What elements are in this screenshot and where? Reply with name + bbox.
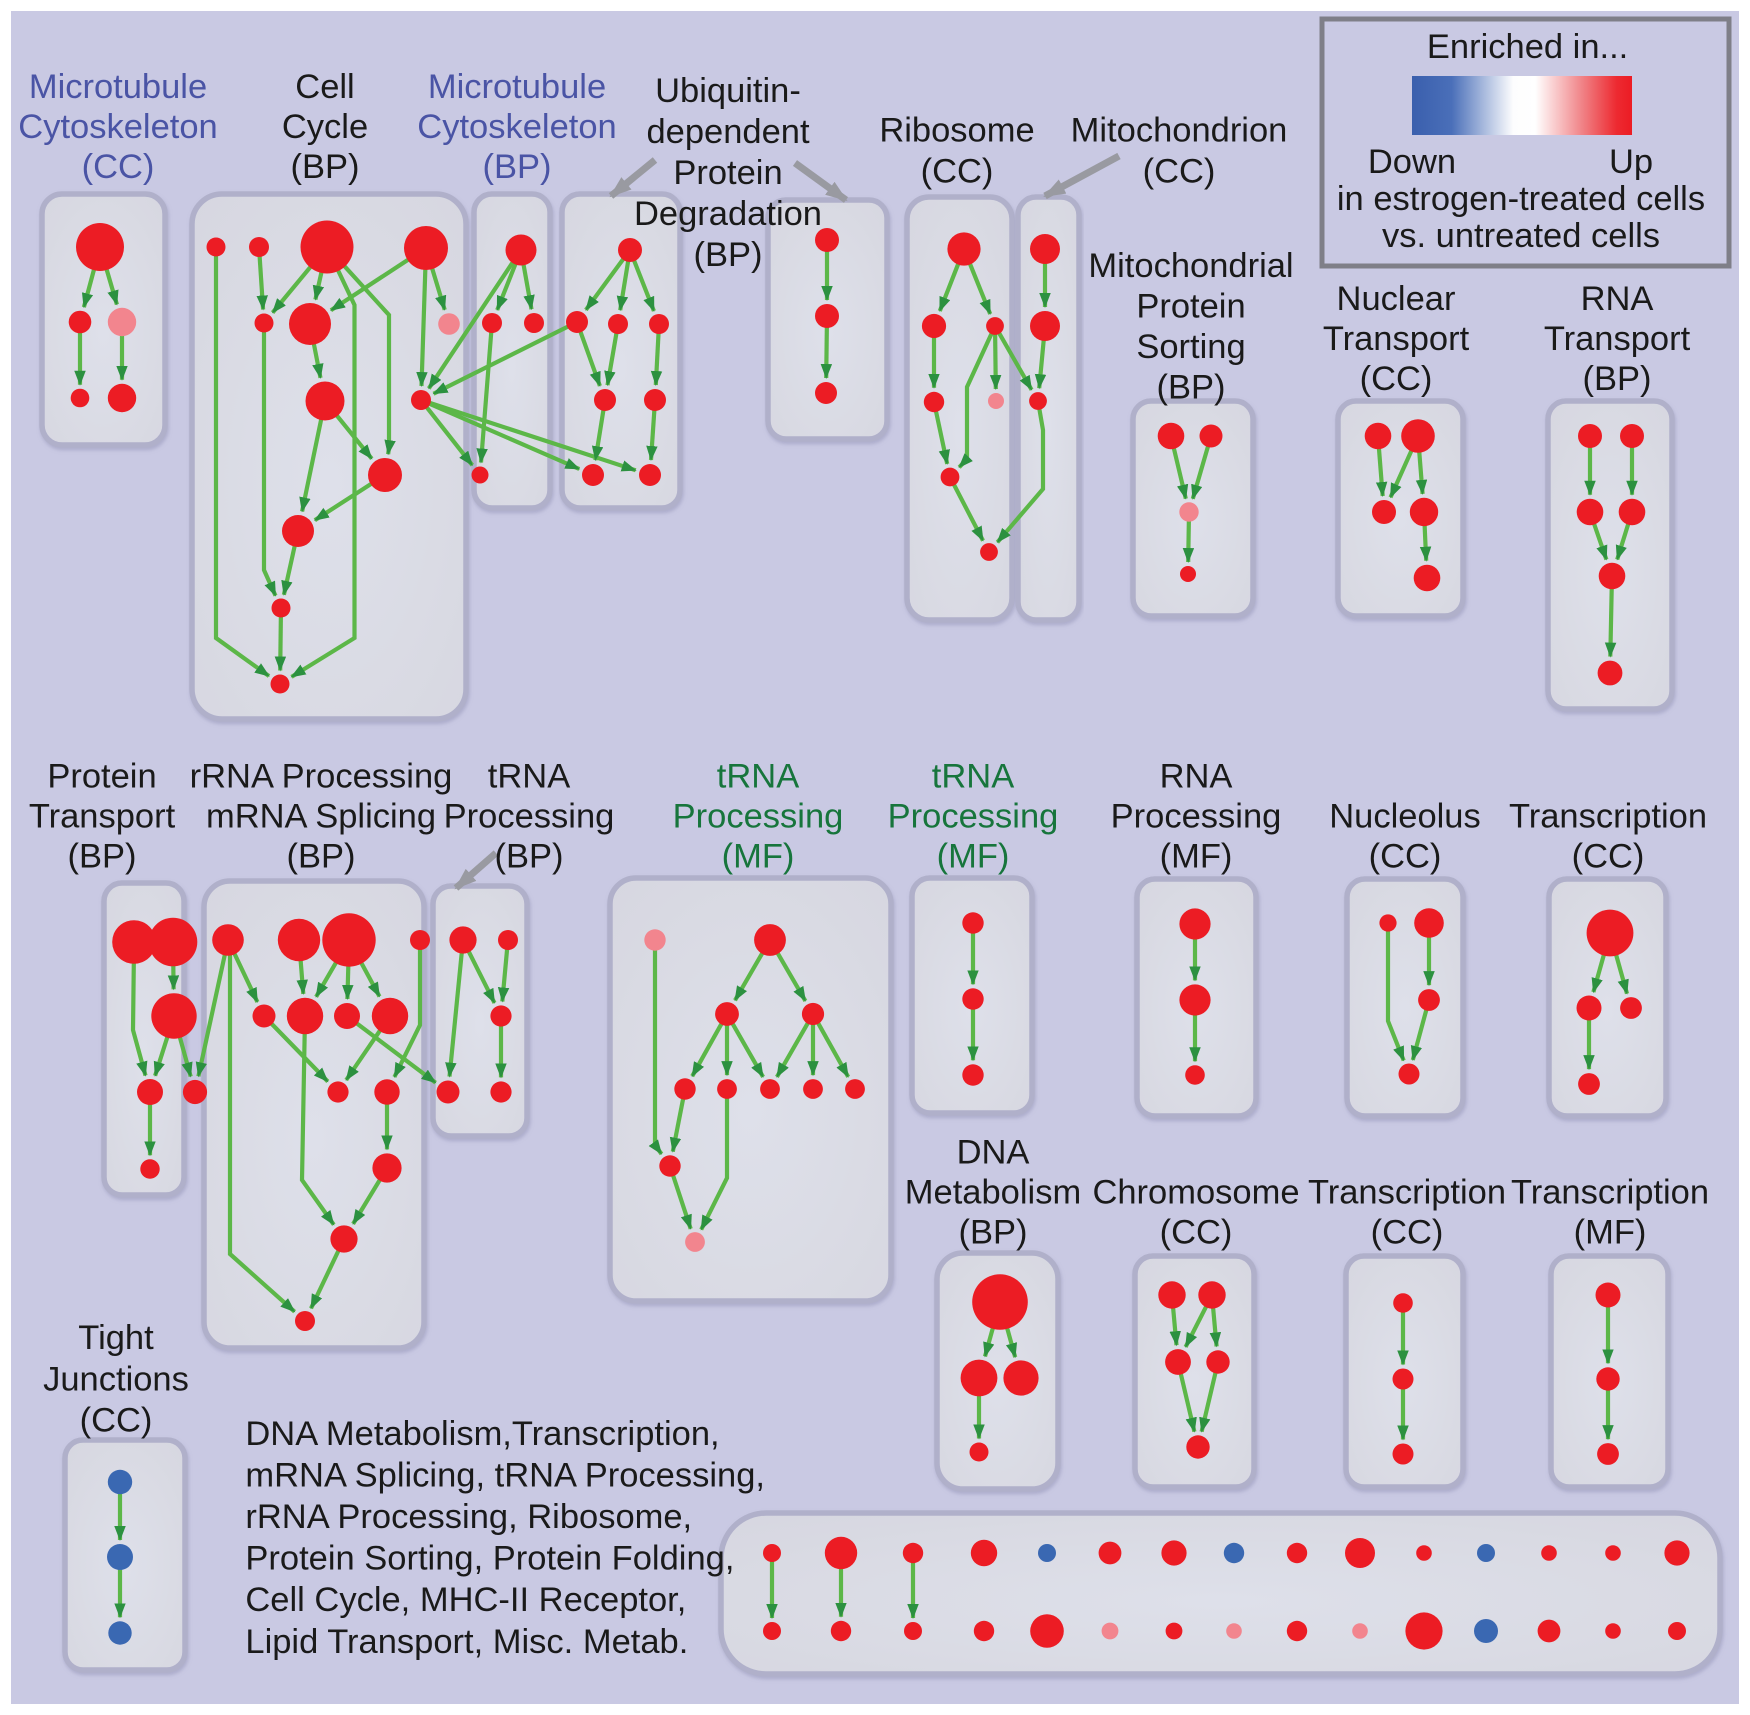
svg-text:Transcription: Transcription bbox=[1509, 798, 1707, 836]
svg-text:(CC): (CC) bbox=[1360, 360, 1433, 398]
svg-text:Up: Up bbox=[1609, 143, 1653, 181]
svg-text:Chromosome: Chromosome bbox=[1092, 1174, 1299, 1212]
svg-text:tRNA: tRNA bbox=[488, 758, 570, 796]
svg-text:Degradation: Degradation bbox=[634, 195, 822, 233]
svg-text:in estrogen-treated cells: in estrogen-treated cells bbox=[1337, 180, 1705, 218]
svg-text:(CC): (CC) bbox=[82, 148, 155, 186]
svg-text:DNA: DNA bbox=[957, 1134, 1030, 1172]
svg-text:Protein: Protein bbox=[47, 758, 156, 796]
svg-text:Microtubule: Microtubule bbox=[428, 68, 606, 106]
svg-text:Ribosome: Ribosome bbox=[879, 112, 1034, 150]
svg-text:RNA: RNA bbox=[1581, 280, 1654, 318]
svg-text:(CC): (CC) bbox=[1369, 838, 1442, 876]
svg-text:(MF): (MF) bbox=[722, 838, 795, 876]
svg-text:(CC): (CC) bbox=[1143, 153, 1216, 191]
svg-text:Microtubule: Microtubule bbox=[29, 68, 207, 106]
svg-text:dependent: dependent bbox=[646, 113, 809, 151]
svg-text:Cytoskeleton: Cytoskeleton bbox=[18, 108, 217, 146]
svg-text:(CC): (CC) bbox=[1371, 1214, 1444, 1252]
svg-text:RNA: RNA bbox=[1160, 758, 1233, 796]
svg-text:Transport: Transport bbox=[1323, 320, 1470, 358]
svg-text:Mitochondrion: Mitochondrion bbox=[1071, 112, 1288, 150]
svg-text:(CC): (CC) bbox=[1160, 1214, 1233, 1252]
svg-text:(BP): (BP) bbox=[959, 1214, 1028, 1252]
svg-text:(BP): (BP) bbox=[495, 838, 564, 876]
svg-text:(BP): (BP) bbox=[1583, 360, 1652, 398]
svg-text:mRNA Splicing: mRNA Splicing bbox=[206, 798, 436, 836]
svg-text:Processing: Processing bbox=[888, 798, 1059, 836]
svg-text:Processing: Processing bbox=[1111, 798, 1282, 836]
svg-text:rRNA Processing, Ribosome,: rRNA Processing, Ribosome, bbox=[245, 1498, 692, 1536]
svg-text:(BP): (BP) bbox=[287, 838, 356, 876]
svg-text:vs. untreated cells: vs. untreated cells bbox=[1382, 217, 1660, 255]
svg-text:(CC): (CC) bbox=[1572, 838, 1645, 876]
svg-text:Cycle: Cycle bbox=[282, 108, 368, 146]
svg-text:Tight: Tight bbox=[78, 1319, 154, 1357]
svg-text:(BP): (BP) bbox=[1157, 369, 1226, 407]
svg-text:Processing: Processing bbox=[444, 798, 615, 836]
svg-text:Cell Cycle, MHC-II Receptor,: Cell Cycle, MHC-II Receptor, bbox=[245, 1581, 686, 1619]
svg-text:Mitochondrial: Mitochondrial bbox=[1088, 247, 1293, 285]
svg-text:(MF): (MF) bbox=[937, 838, 1010, 876]
svg-text:tRNA: tRNA bbox=[717, 758, 799, 796]
svg-text:Protein: Protein bbox=[673, 154, 782, 192]
svg-text:Transcription: Transcription bbox=[1308, 1174, 1506, 1212]
svg-text:(MF): (MF) bbox=[1574, 1214, 1647, 1252]
svg-text:(CC): (CC) bbox=[921, 153, 994, 191]
svg-text:(CC): (CC) bbox=[80, 1402, 153, 1440]
svg-text:rRNA Processing: rRNA Processing bbox=[190, 758, 453, 796]
svg-text:Transport: Transport bbox=[1544, 320, 1691, 358]
svg-text:Metabolism: Metabolism bbox=[905, 1174, 1081, 1212]
svg-text:mRNA Splicing, tRNA Processing: mRNA Splicing, tRNA Processing, bbox=[245, 1456, 765, 1494]
svg-text:Transport: Transport bbox=[29, 798, 176, 836]
svg-text:Nucleolus: Nucleolus bbox=[1329, 798, 1481, 836]
svg-text:Junctions: Junctions bbox=[43, 1360, 189, 1398]
svg-text:tRNA: tRNA bbox=[932, 758, 1014, 796]
svg-text:Transcription: Transcription bbox=[1511, 1174, 1709, 1212]
svg-text:Protein: Protein bbox=[1136, 288, 1245, 326]
svg-text:Protein Sorting, Protein Foldi: Protein Sorting, Protein Folding, bbox=[245, 1540, 734, 1578]
svg-text:(MF): (MF) bbox=[1160, 838, 1233, 876]
svg-text:Down: Down bbox=[1368, 143, 1456, 181]
svg-text:Sorting: Sorting bbox=[1136, 328, 1245, 366]
svg-text:Enriched in...: Enriched in... bbox=[1427, 28, 1628, 66]
svg-text:Processing: Processing bbox=[673, 798, 844, 836]
svg-text:Lipid Transport, Misc. Metab.: Lipid Transport, Misc. Metab. bbox=[245, 1623, 688, 1661]
svg-text:(BP): (BP) bbox=[291, 148, 360, 186]
svg-text:(BP): (BP) bbox=[694, 236, 763, 274]
svg-text:(BP): (BP) bbox=[68, 838, 137, 876]
svg-text:DNA Metabolism,Transcription,: DNA Metabolism,Transcription, bbox=[245, 1415, 719, 1453]
svg-text:Cytoskeleton: Cytoskeleton bbox=[417, 108, 616, 146]
svg-text:(BP): (BP) bbox=[483, 148, 552, 186]
svg-text:Ubiquitin-: Ubiquitin- bbox=[655, 72, 801, 110]
svg-text:Cell: Cell bbox=[295, 68, 354, 106]
svg-text:Nuclear: Nuclear bbox=[1337, 280, 1456, 318]
